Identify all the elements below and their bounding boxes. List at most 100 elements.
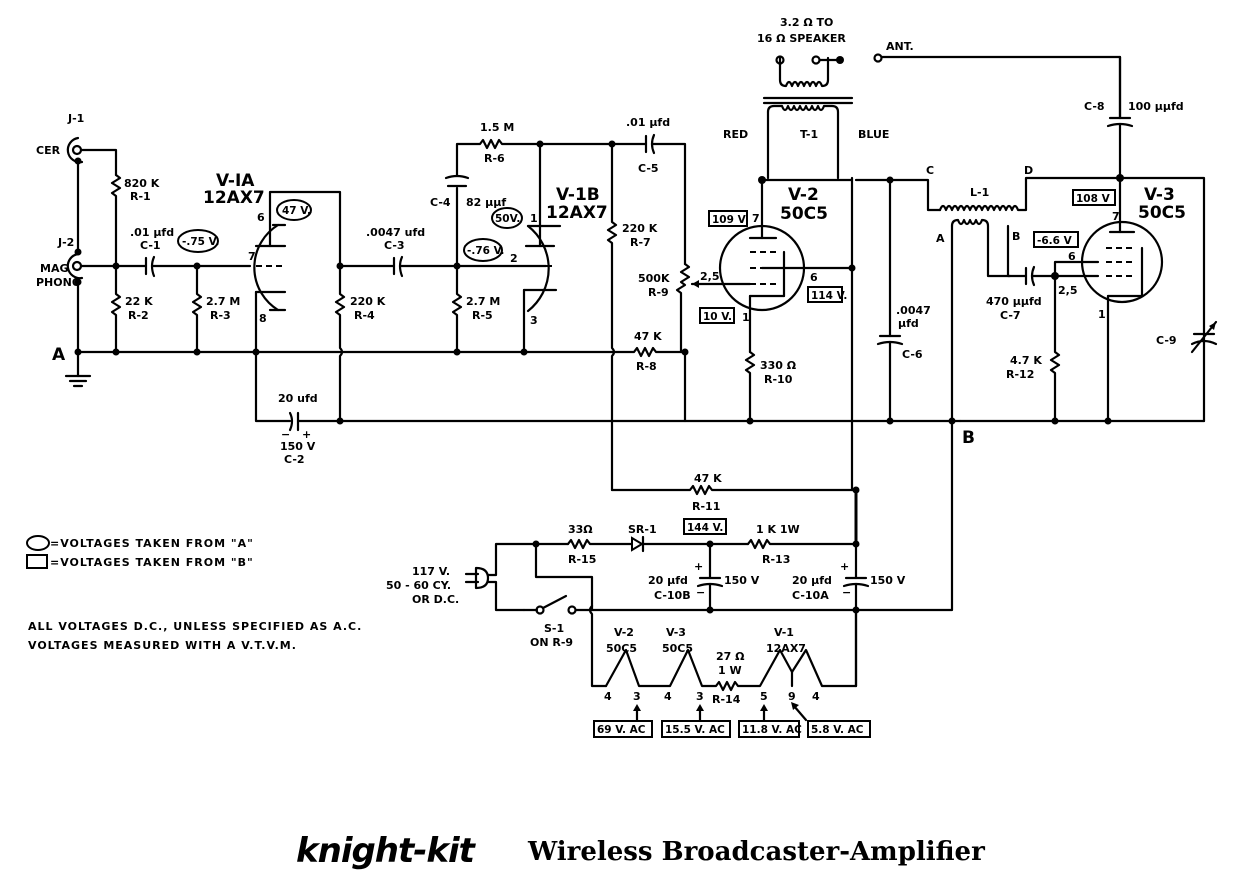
c2-value: 20 ufd (278, 392, 318, 405)
l1-label: L-1 (970, 186, 989, 199)
heater-v1-pin4: 4 (812, 690, 820, 703)
r7-label: R-7 (630, 236, 651, 249)
c8-label: C-8 (1084, 100, 1105, 113)
antenna-terminal[interactable] (873, 53, 883, 63)
c9-label: C-9 (1156, 334, 1177, 347)
heater-v1-pin9-voltage: 5.8 V. AC (811, 724, 864, 736)
c5-value: .01 µfd (626, 116, 670, 129)
node-b-label: B (962, 428, 975, 448)
v1b-pin2: 2 (510, 252, 518, 265)
v3-pin1: 1 (1098, 308, 1106, 321)
c6-unit: µfd (898, 317, 919, 330)
heater-v3-pin3: 3 (696, 690, 704, 703)
v2-pin25: 2,5 (700, 270, 720, 283)
heater-v2-pin4: 4 (604, 690, 612, 703)
c10a-value: 20 µfd (792, 574, 832, 587)
r10-value: 330 Ω (760, 359, 797, 372)
r12-value: 4.7 K (1010, 354, 1042, 367)
voltage-legend: =VOLTAGES TAKEN FROM "A" =VOLTAGES TAKEN… (26, 535, 361, 652)
jack-j1[interactable]: J-1 CER (36, 112, 84, 164)
heater-v3-type: 50C5 (662, 642, 693, 655)
c4-value: 82 µµf (466, 196, 506, 209)
r15-label: R-15 (568, 553, 596, 566)
v2-type: 50C5 (780, 204, 828, 224)
ant-label: ANT. (886, 40, 914, 53)
v3-type: 50C5 (1138, 203, 1186, 223)
resistor-r5 (451, 264, 463, 354)
r9-label: R-9 (648, 286, 669, 299)
potentiometer-r9[interactable] (675, 262, 691, 354)
c1-value: .01 µfd (130, 226, 174, 239)
j1-cer-label: CER (36, 144, 61, 157)
v3-name: V-3 (1144, 185, 1175, 205)
c2-plus: + (302, 428, 311, 441)
jack-j2[interactable]: J-2 MAG PHONO (36, 236, 84, 289)
coil-l1: L-1 D A B (936, 164, 1122, 423)
r3-value: 2.7 M (206, 295, 240, 308)
r15-value: 33Ω (568, 523, 593, 536)
v2-pin7: 7 (752, 212, 760, 225)
r2-value: 22 K (125, 295, 153, 308)
heater-v1-pin5-voltage: 11.8 V. AC (742, 724, 802, 736)
c2-label: C-2 (284, 453, 305, 466)
v2-screen-voltage: 114 V. (811, 290, 847, 302)
variable-capacitor-c9[interactable]: C-9 (1156, 320, 1218, 354)
c1-label: C-1 (140, 239, 161, 252)
v1b-plate-voltage: 50V. (495, 213, 520, 225)
c10b-value: 20 µfd (648, 574, 688, 587)
heater-v1-pin9: 9 (788, 690, 796, 703)
c10a-plus: + (840, 560, 849, 573)
tube-v1b: V-1B 12AX7 1 2 3 50V. -.76 V. (463, 142, 608, 354)
r4-label: R-4 (354, 309, 375, 322)
l1-tap-a-label: A (936, 232, 945, 245)
r8-label: R-8 (636, 360, 657, 373)
r11-value: 47 K (694, 472, 722, 485)
v1a-grid-voltage: -.75 V. (182, 236, 219, 248)
v2-plate-voltage: 109 V (712, 214, 747, 226)
node-a-label: A (52, 345, 66, 365)
heater-v1-type: 12AX7 (766, 642, 806, 655)
v1a-plate-voltage: 47 V. (282, 205, 311, 217)
node-c-label: C (926, 164, 934, 177)
r6-value: 1.5 M (480, 121, 514, 134)
c7-value: 470 µµfd (986, 295, 1042, 308)
resistor-r12 (1049, 274, 1061, 423)
r5-label: R-5 (472, 309, 493, 322)
r1-value: 820 K (124, 177, 160, 190)
v3-pin6: 6 (1068, 250, 1076, 263)
t1-blue-label: BLUE (858, 128, 889, 141)
footer-title: knight-kit Wireless Broadcaster-Amplifie… (296, 831, 985, 871)
resistor-r2 (110, 264, 122, 354)
legend-rect-text: =VOLTAGES TAKEN FROM "B" (50, 556, 254, 569)
r11-label: R-11 (692, 500, 720, 513)
v2-cathode-voltage: 10 V. (703, 311, 732, 323)
plug-frequency: 50 - 60 CY. (386, 579, 451, 592)
s1-note: ON R-9 (530, 636, 573, 649)
v1b-grid-voltage: -.76 V. (467, 245, 504, 257)
r7-value: 220 K (622, 222, 658, 235)
diode-sr1: SR-1 (628, 523, 657, 553)
resistor-r3 (191, 264, 203, 354)
power-plug[interactable]: 117 V. 50 - 60 CY. OR D.C. (386, 565, 490, 606)
r9-value: 500K (638, 272, 670, 285)
tube-v2: V-2 50C5 7 2,5 6 1 109 V 114 V. 10 V. (699, 178, 856, 354)
v1a-pin8: 8 (259, 312, 267, 325)
heater-v2-type: 50C5 (606, 642, 637, 655)
c2-minus: − (281, 428, 290, 441)
c3-value: .0047 ufd (366, 226, 425, 239)
r14-value: 27 Ω (716, 650, 745, 663)
c8-value: 100 µµfd (1128, 100, 1184, 113)
v2-name: V-2 (788, 185, 819, 205)
heater-v1-pin5: 5 (760, 690, 768, 703)
switch-s1[interactable]: S-1 ON R-9 (530, 594, 577, 649)
heater-v2-name: V-2 (614, 626, 634, 639)
brand-logo: knight-kit (296, 831, 477, 871)
v3-pin25: 2,5 (1058, 284, 1078, 297)
r10-label: R-10 (764, 373, 793, 386)
supply-voltage: 144 V. (687, 522, 723, 534)
speaker-impedance-1: 3.2 Ω TO (780, 16, 833, 29)
c2-voltage: 150 V (280, 440, 316, 453)
note-vtvm: VOLTAGES MEASURED WITH A V.T.V.M. (28, 639, 297, 652)
v3-grid-voltage: -6.6 V (1037, 235, 1073, 247)
r2-label: R-2 (128, 309, 149, 322)
